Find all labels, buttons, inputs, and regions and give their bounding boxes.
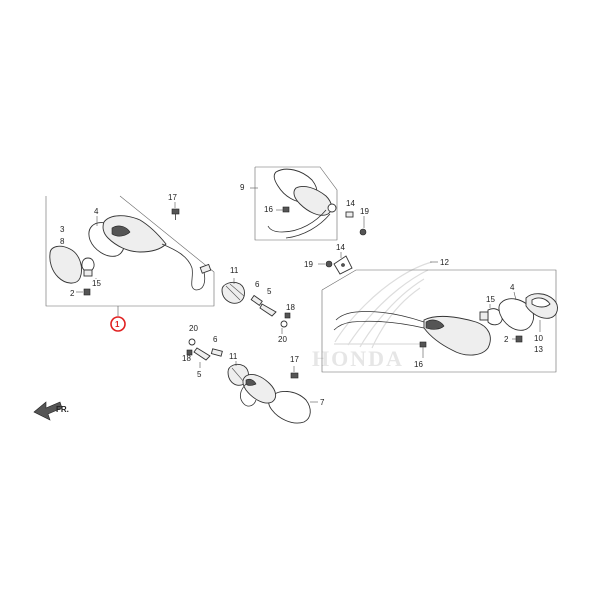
- callout-7: 7: [320, 398, 325, 407]
- callout-13: 13: [534, 345, 543, 354]
- honda-watermark: HONDA: [312, 261, 433, 371]
- callout-9: 9: [240, 183, 245, 192]
- callout-6: 6: [213, 335, 218, 344]
- callout-4: 4: [510, 283, 515, 292]
- callout-18: 18: [182, 354, 191, 363]
- callout-5: 5: [267, 287, 272, 296]
- winker-lens-lower: [268, 391, 311, 424]
- callout-8: 8: [60, 237, 65, 246]
- winker-housing: [102, 215, 167, 253]
- rubber-grommet: [221, 281, 245, 304]
- callout-16: 16: [264, 205, 273, 214]
- callout-20: 20: [189, 324, 198, 333]
- highlight-ring[interactable]: [110, 316, 126, 332]
- callout-15: 15: [486, 295, 495, 304]
- callout-19: 19: [304, 260, 313, 269]
- left-front-winker-group: 3 8 4 17 15 2 1: [45, 193, 215, 332]
- lower-winker-group: 17 7: [240, 355, 325, 424]
- callout-4: 4: [94, 207, 99, 216]
- callout-19: 19: [360, 207, 369, 216]
- winker-wire: [161, 243, 206, 291]
- callout-17: 17: [290, 355, 299, 364]
- screw-icon: [171, 208, 180, 220]
- screw-icon: [83, 288, 91, 296]
- upper-winker-group: 9 16 14 19: [240, 166, 369, 241]
- callout-11: 11: [229, 352, 238, 361]
- callout-10: 10: [534, 334, 543, 343]
- callout-3: 3: [60, 225, 65, 234]
- callout-14: 14: [346, 199, 355, 208]
- front-winker-lens: [49, 245, 82, 284]
- watermark-text: HONDA: [312, 346, 404, 371]
- right-winker-group: 12 15 4 2 16 10 13: [321, 258, 558, 373]
- callout-1[interactable]: 1: [115, 320, 120, 329]
- mid-small-parts-group: 19 14: [304, 243, 353, 275]
- front-direction-indicator: FR.: [33, 401, 69, 421]
- center-parts-group: 11 6 5 18 20 20 18 5 6 11: [182, 266, 295, 386]
- callout-12: 12: [440, 258, 449, 267]
- callout-6: 6: [255, 280, 260, 289]
- callout-2: 2: [504, 335, 509, 344]
- callout-17: 17: [168, 193, 177, 202]
- bulb-icon: [81, 257, 95, 277]
- callout-5: 5: [197, 370, 202, 379]
- callout-11: 11: [230, 266, 239, 275]
- callout-2: 2: [70, 289, 75, 298]
- direction-label: FR.: [56, 405, 69, 414]
- callout-20: 20: [278, 335, 287, 344]
- callout-16: 16: [414, 360, 423, 369]
- callout-18: 18: [286, 303, 295, 312]
- callout-14: 14: [336, 243, 345, 252]
- callout-15: 15: [92, 279, 101, 288]
- arrow-left-icon: [33, 401, 63, 421]
